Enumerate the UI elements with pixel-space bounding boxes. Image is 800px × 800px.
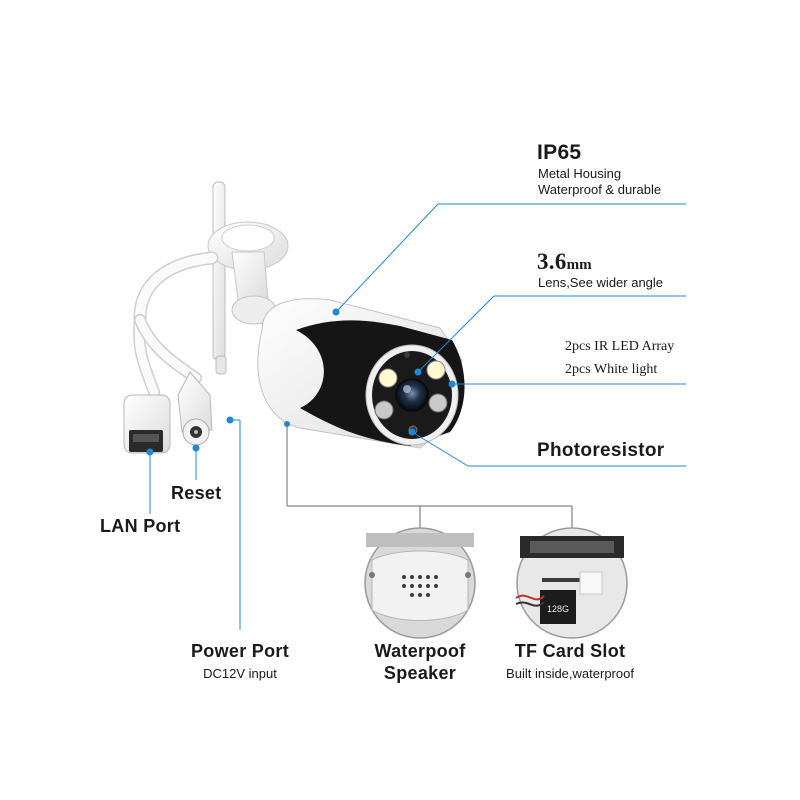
power-port-label: Power Port (190, 641, 290, 661)
speaker-grille (402, 575, 438, 597)
tf-card-description: Built inside,waterproof (506, 666, 634, 681)
speaker-detail (364, 527, 476, 639)
power-connector (177, 371, 213, 446)
tf-card-label: TF Card Slot (514, 641, 626, 661)
lan-connector (123, 394, 171, 454)
antenna (212, 181, 227, 375)
photoresistor-label: Photoresistor (537, 440, 665, 461)
ir-led-label: 2pcs IR LED Array (565, 339, 675, 354)
speaker-label-line-1: Waterpoof (374, 641, 466, 661)
tf-card-detail: 128G (515, 527, 628, 639)
ip65-line-2: Waterproof & durable (538, 182, 662, 197)
white-light-label: 2pcs White light (565, 362, 658, 377)
wall-mount (207, 221, 289, 325)
ip65-line-1: Metal Housing (538, 166, 622, 181)
leader-lines (146, 203, 686, 630)
power-port-description: DC12V input (203, 666, 277, 681)
ip65-title: IP65 (537, 141, 582, 164)
reset-label: Reset (171, 483, 222, 503)
lan-port-label: LAN Port (100, 516, 181, 536)
sd-card-label: 128G (547, 604, 569, 614)
lens-value: 3.6 (537, 249, 567, 274)
lens-spec: 3.6mm (537, 249, 592, 275)
cable-bundle (133, 251, 219, 398)
lens-description: Lens,See wider angle (538, 275, 664, 290)
camera-body (257, 298, 465, 449)
lens-unit: mm (566, 257, 592, 273)
speaker-label-line-2: Speaker (383, 663, 457, 683)
